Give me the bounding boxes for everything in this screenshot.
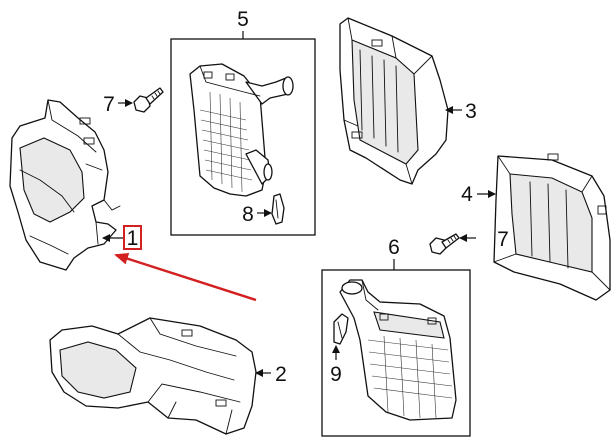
callout-7b-label: 7 bbox=[497, 228, 509, 251]
air-duct-part-1[interactable] bbox=[9, 99, 121, 271]
assembly-group-6: 6 9 bbox=[321, 236, 471, 437]
callout-9-label: 9 bbox=[330, 363, 342, 386]
callout-2: 2 bbox=[255, 363, 287, 386]
callout-9: 9 bbox=[330, 345, 342, 386]
callout-1-highlight-box bbox=[123, 225, 142, 250]
shroud-part-3[interactable] bbox=[339, 17, 449, 185]
callout-7-top: 7 bbox=[103, 93, 133, 116]
bolt-part-7-right[interactable] bbox=[429, 233, 460, 255]
callout-4-label: 4 bbox=[461, 183, 473, 206]
bolt-part-7-top[interactable] bbox=[133, 87, 164, 113]
callout-7-right: 7 bbox=[459, 228, 509, 251]
intercooler-part-5[interactable] bbox=[189, 63, 294, 197]
callout-3: 3 bbox=[445, 100, 477, 123]
callout-4: 4 bbox=[461, 183, 496, 206]
callout-7a-label: 7 bbox=[103, 93, 115, 116]
clip-part-8[interactable] bbox=[271, 193, 285, 225]
callout-3-label: 3 bbox=[465, 100, 477, 123]
callout-1: 1 bbox=[102, 225, 142, 250]
assembly-box-6 bbox=[321, 269, 471, 437]
callout-8: 8 bbox=[242, 203, 272, 226]
callout-6-label: 6 bbox=[388, 236, 400, 259]
intercooler-part-6[interactable] bbox=[339, 279, 457, 421]
callout-2-label: 2 bbox=[275, 363, 287, 386]
callout-1-label: 1 bbox=[127, 227, 139, 250]
clip-part-9[interactable] bbox=[333, 313, 349, 345]
assembly-group-5: 5 8 bbox=[170, 8, 316, 236]
callout-8-label: 8 bbox=[242, 203, 254, 226]
air-duct-part-2[interactable] bbox=[49, 317, 257, 435]
callout-5-label: 5 bbox=[237, 8, 249, 31]
red-pointer-arrow bbox=[114, 252, 257, 302]
shroud-part-4[interactable] bbox=[493, 153, 611, 301]
